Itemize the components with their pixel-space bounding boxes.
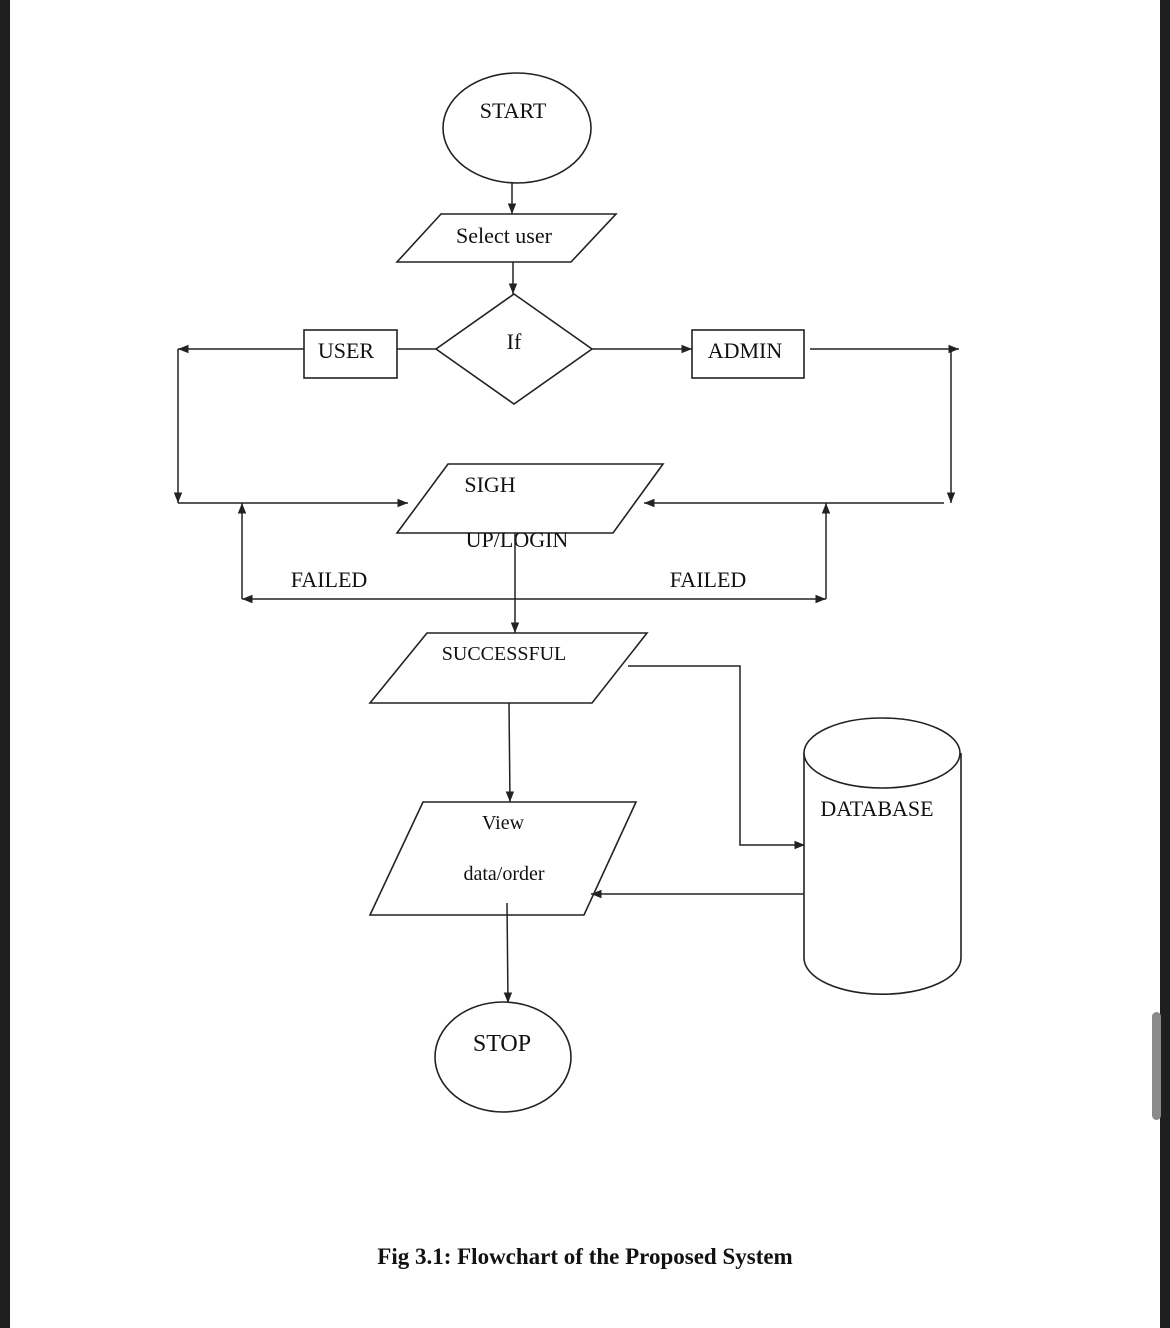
signup-login-node [395,463,665,534]
stop-label: STOP [473,1031,531,1057]
successful-node [368,632,649,704]
failed-left-label: FAILED [291,567,368,592]
start-node [442,72,592,184]
view-data-node [368,801,638,916]
admin-label: ADMIN [708,338,783,363]
view-label-line2: data/order [463,863,544,885]
database-label: DATABASE [820,796,933,821]
figure-caption: Fig 3.1: Flowchart of the Proposed Syste… [377,1244,793,1269]
successful-label: SUCCESSFUL [442,643,567,665]
decision-label: If [507,329,522,354]
stop-node [434,1001,572,1113]
arrow-view-to-stop [503,902,513,1004]
database-top [803,717,961,789]
arrow-successful-to-view [505,702,515,803]
select-user-node [395,213,618,263]
signup-label-line1: SIGH [464,472,515,497]
database-node [803,753,962,996]
arrow-successful-to-database [628,665,805,850]
decision-node [434,293,594,405]
user-node [303,329,398,379]
start-label: START [480,98,547,123]
scrollbar-thumb[interactable] [1152,1012,1161,1120]
admin-node [691,329,805,379]
failed-right-label: FAILED [670,567,747,592]
select-user-label: Select user [456,223,553,248]
view-label-line1: View [482,812,525,834]
user-label: USER [318,338,375,363]
signup-label-line2: UP/LOGIN [466,527,569,552]
